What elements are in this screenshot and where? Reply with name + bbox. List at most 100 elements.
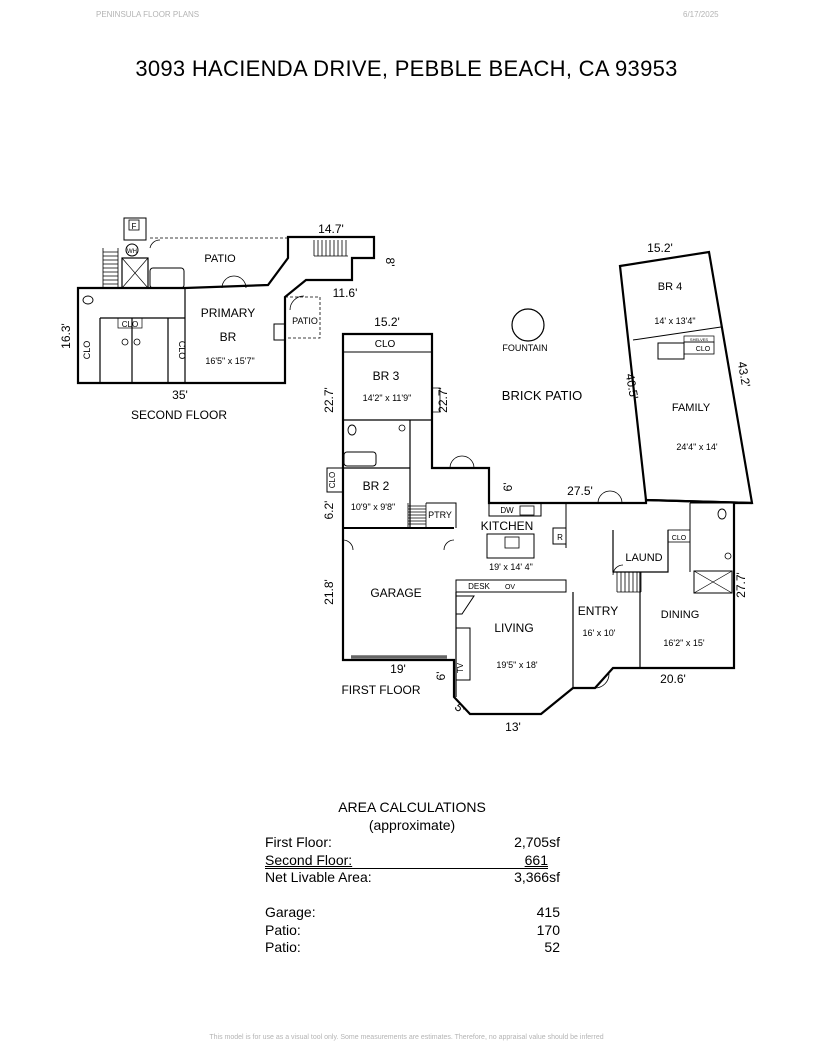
fireplace-living xyxy=(455,595,475,615)
second-floor-outer-wall xyxy=(76,235,376,385)
area-title: AREA CALCULATIONS xyxy=(338,799,486,815)
family-name: FAMILY xyxy=(672,402,711,414)
clo-family-label: CLO xyxy=(696,346,711,353)
door-swing-patio-a xyxy=(449,455,463,469)
door-swing-garage-a xyxy=(342,539,354,551)
dim-dining-bottom: 20.6' xyxy=(660,672,686,686)
desk-label: DESK xyxy=(468,582,490,591)
water-heater-label: WH xyxy=(127,249,137,255)
dim-bottom-thirteen: 13' xyxy=(505,720,521,734)
br2-size: 10'9" x 9'8" xyxy=(351,502,395,512)
dining-name: DINING xyxy=(661,609,700,621)
area-calculations: AREA CALCULATIONS (approximate) First Fl… xyxy=(265,799,565,957)
patio-top-label: PATIO xyxy=(204,253,236,265)
shelves-label: SHELVES xyxy=(690,337,708,342)
area-label: Second Floor: xyxy=(265,851,353,868)
dining-size: 16'2" x 15' xyxy=(663,638,704,648)
primary-br-name-1: PRIMARY xyxy=(201,306,255,320)
stairs-top xyxy=(313,240,348,257)
clo-family-box xyxy=(683,341,715,355)
dim-br2-left: 6.2' xyxy=(322,501,336,520)
living-name: LIVING xyxy=(494,621,533,635)
fountain-circle xyxy=(511,308,545,342)
kitchen-island xyxy=(486,533,535,559)
sink-br3 xyxy=(398,424,406,432)
area-label: Net Livable Area: xyxy=(265,869,372,885)
laund-stairs xyxy=(616,572,642,593)
br4-family-wall xyxy=(618,250,754,505)
clo-box-primary xyxy=(117,317,143,329)
fountain-label: FOUNTAIN xyxy=(502,343,547,353)
door-swing-patio-b xyxy=(461,455,475,469)
f-box-inner xyxy=(128,219,140,231)
area-label: Patio: xyxy=(265,939,301,955)
br4-divider xyxy=(632,326,722,341)
area-label: Patio: xyxy=(265,921,301,938)
disclaimer-footer: This model is for use as a visual tool o… xyxy=(209,1034,604,1041)
dim-garage-bottom: 19' xyxy=(390,662,406,676)
laund-wall xyxy=(612,530,669,573)
door-swing-br3 xyxy=(432,387,441,413)
dim-second-left: 16.3' xyxy=(59,323,73,349)
dim-second-right: 8' xyxy=(383,258,397,267)
dim-diag-five: 5' xyxy=(452,700,468,716)
door-swing-stair xyxy=(149,239,161,249)
ptry-wall xyxy=(426,502,457,528)
water-heater xyxy=(125,243,139,257)
area-row-patio-1: Patio: 170 xyxy=(265,922,565,940)
door-swing-laund xyxy=(612,564,624,576)
clo-br2-box xyxy=(326,467,344,493)
clo-right-label: CLO xyxy=(177,341,187,360)
dw-label: DW xyxy=(500,506,514,515)
patio-small-label: PATIO xyxy=(292,316,318,326)
entry-name: ENTRY xyxy=(578,604,618,618)
dim-br4-left: 40.5' xyxy=(623,372,641,400)
area-value: 170 xyxy=(536,921,560,938)
family-size: 24'4" x 14' xyxy=(676,442,717,452)
shower-cross xyxy=(121,257,149,289)
area-row-second-floor: Second Floor: 661 xyxy=(265,851,548,869)
dim-second-mid: 11.6' xyxy=(333,286,358,300)
clo-mid-label: CLO xyxy=(122,320,138,329)
desk-counter xyxy=(455,579,567,593)
dim-second-top: 14.7' xyxy=(318,222,344,236)
kitchen-counter-top xyxy=(488,503,542,517)
sink-laund xyxy=(724,552,732,560)
fridge-label: R xyxy=(557,533,563,542)
stairs-left xyxy=(102,248,119,288)
sink-primary-1 xyxy=(121,338,129,346)
br4-size: 14' x 13'4" xyxy=(654,316,695,326)
primary-br-size: 16'5" x 15'7" xyxy=(205,356,254,366)
door-swing-garage-b xyxy=(443,539,455,551)
area-label: Garage: xyxy=(265,904,316,920)
br4-name: BR 4 xyxy=(658,281,682,293)
door-swing-family-b xyxy=(609,490,623,504)
stairs-br2 xyxy=(407,503,427,528)
tv-box xyxy=(455,627,471,681)
first-floor-outer-wall xyxy=(341,332,753,716)
door-swing-patio-1 xyxy=(221,275,235,289)
first-floor-plan xyxy=(326,250,754,716)
door-swing-entry xyxy=(594,673,610,689)
area-row-patio-2: Patio: 52 xyxy=(265,939,565,957)
clo-laund-label: CLO xyxy=(672,535,687,542)
clo-br2-label: CLO xyxy=(328,472,337,488)
area-value: 415 xyxy=(536,904,560,920)
area-row-net-livable: Net Livable Area: 3,366sf xyxy=(265,869,565,887)
toilet-primary xyxy=(82,295,94,305)
dim-patio-six: 6' xyxy=(501,483,515,492)
cooktop xyxy=(504,536,520,549)
f-box xyxy=(123,217,147,241)
fireplace-family xyxy=(657,342,685,360)
first-floor-label: FIRST FLOOR xyxy=(341,683,420,697)
dw-box xyxy=(519,505,535,516)
clo-left-label: CLO xyxy=(82,341,92,360)
door-swing-small-patio xyxy=(289,295,305,311)
laund-name: LAUND xyxy=(625,552,662,564)
second-floor-labels: PATIO PRIMARY BR 16'5" x 15'7" PATIO CLO… xyxy=(59,222,397,422)
area-row-garage: Garage: 415 xyxy=(265,904,565,922)
garage-label: GARAGE xyxy=(370,586,421,600)
company-name: PENINSULA FLOOR PLANS xyxy=(96,10,200,19)
second-floor-plan xyxy=(76,217,376,385)
